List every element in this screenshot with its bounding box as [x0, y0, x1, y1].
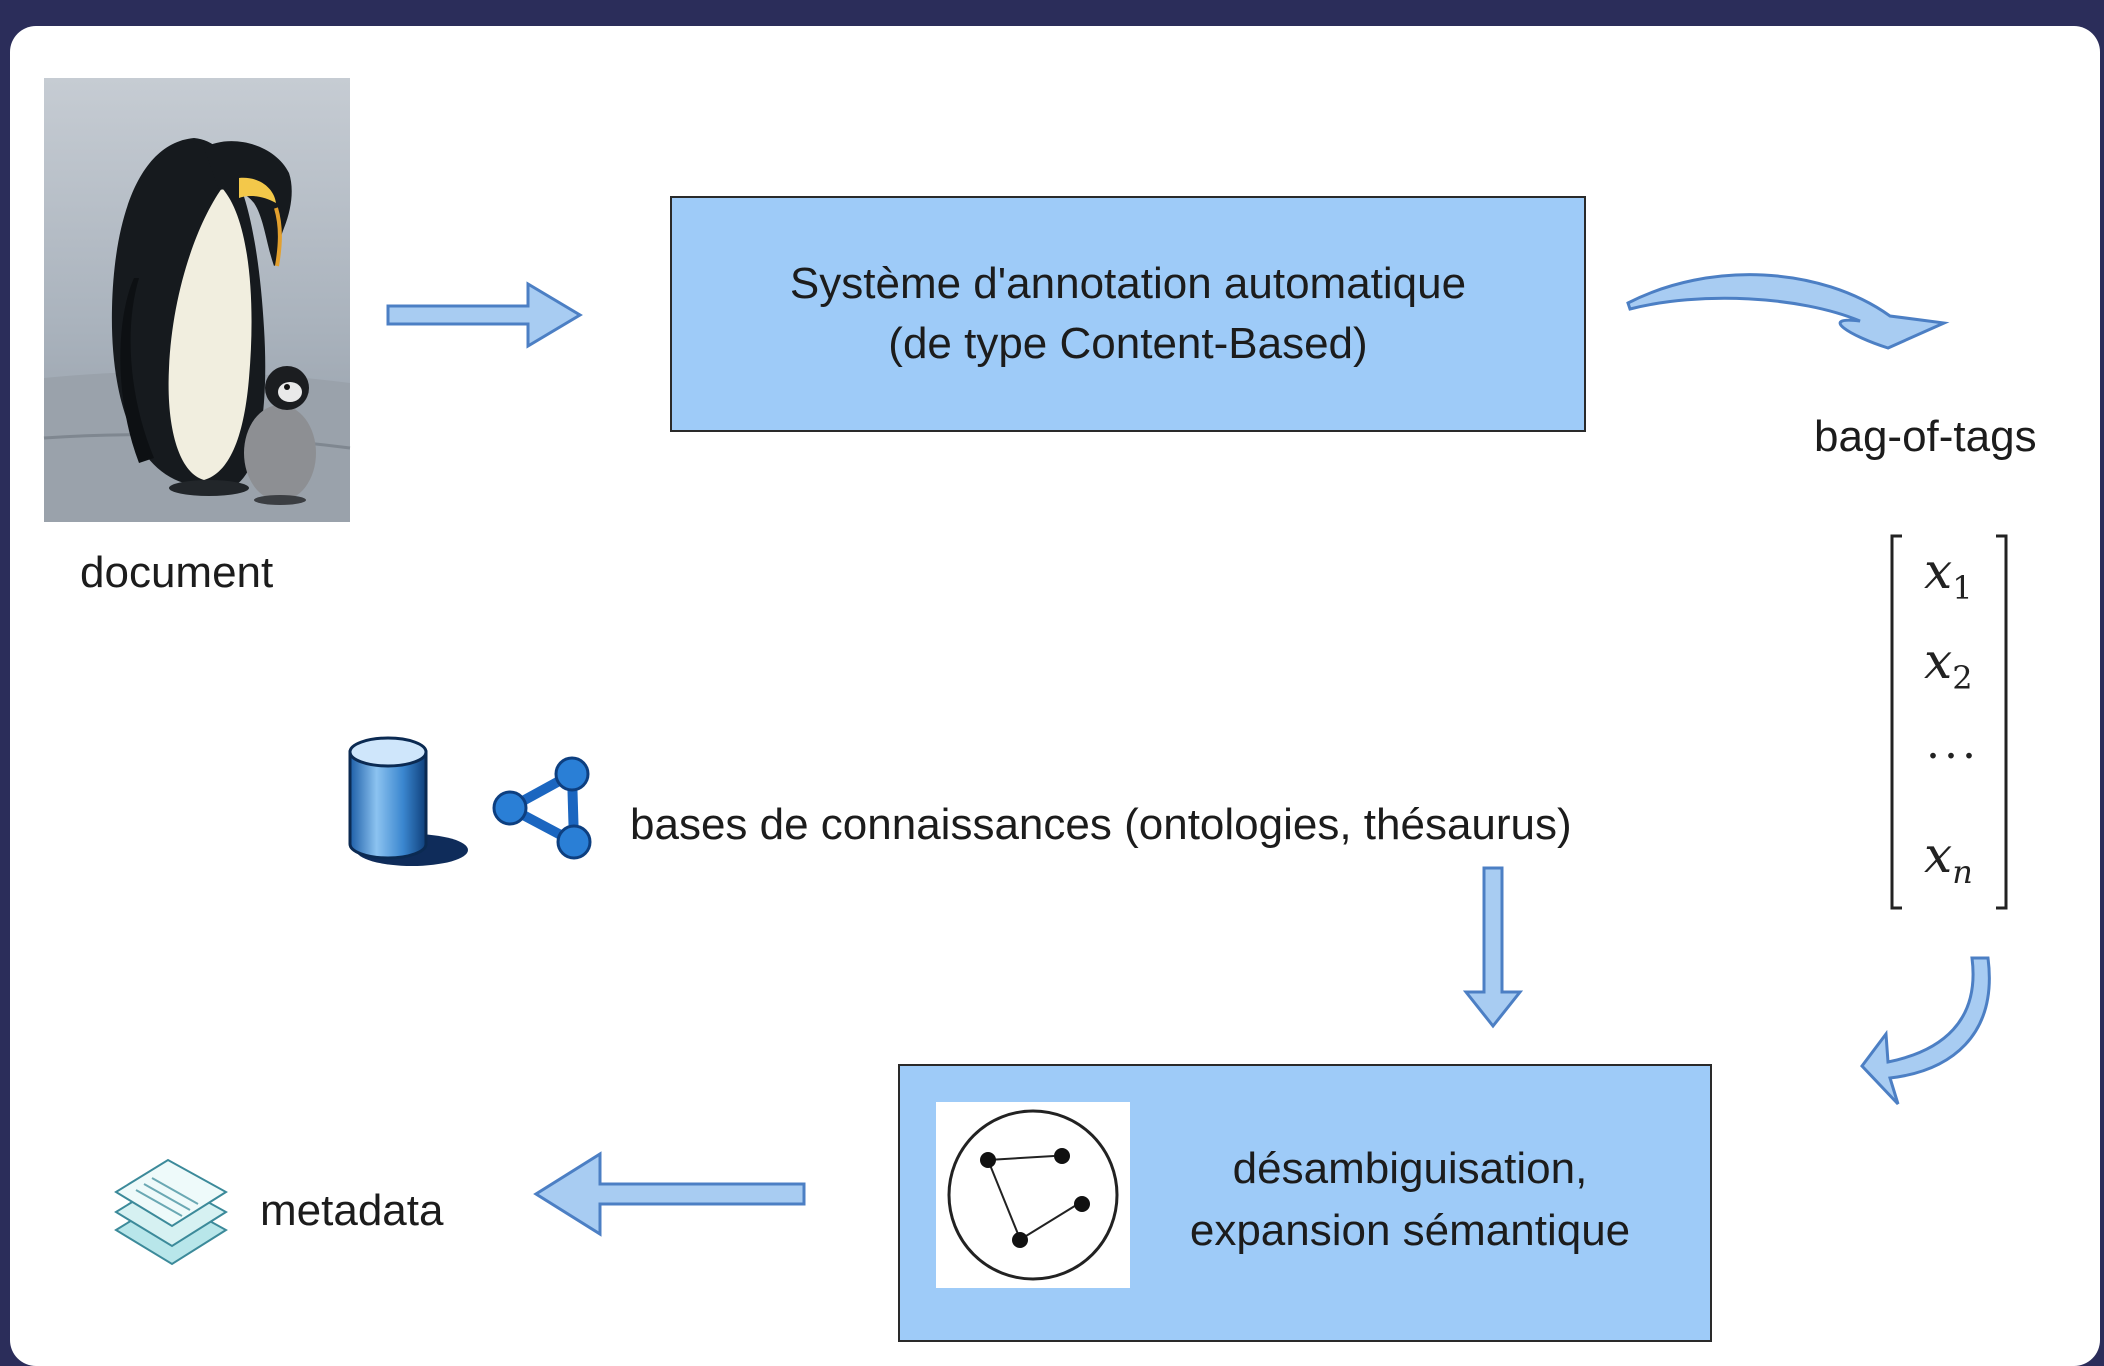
vector-x1-sub: 1: [1952, 569, 1973, 607]
documents-icon: [106, 1142, 236, 1272]
vector-xn-var: x: [1924, 826, 1953, 884]
disambiguation-text: désambiguisation, expansion sémantique: [1150, 1138, 1670, 1262]
arrow-system-to-tags: [1626, 273, 1950, 350]
diagram-canvas: document Système d'annotation automatiqu…: [10, 26, 2100, 1366]
arrow-tags-to-disambiguation: [1860, 956, 1991, 1106]
annotation-system-line2: (de type Content-Based): [888, 319, 1368, 368]
vector-x2-sub: 2: [1952, 659, 1973, 697]
metadata-label: metadata: [260, 1186, 444, 1235]
annotation-system-line1: Système d'annotation automatique: [789, 259, 1467, 308]
graph-icon: [936, 1102, 1130, 1288]
vector-x2-var: x: [1924, 632, 1953, 690]
vector-dots: ...: [1926, 718, 1980, 769]
disambiguation-line1: désambiguisation,: [1232, 1144, 1588, 1193]
bag-of-tags-label: bag-of-tags: [1814, 412, 2037, 461]
penguin-photo: [43, 78, 351, 522]
arrows-layer: [386, 273, 1991, 1237]
disambiguation-box: désambiguisation, expansion sémantique: [898, 1064, 1712, 1342]
vector-xn-sub: n: [1952, 853, 1973, 891]
tag-vector: x1 x2 ... xn: [1886, 532, 2012, 912]
vector-xn: xn: [1924, 826, 1973, 891]
vector-x1-var: x: [1924, 542, 1953, 600]
vector-x1: x1: [1924, 542, 1973, 607]
annotation-system-box: Système d'annotation automatique (de typ…: [670, 196, 1586, 432]
vector-x2: x2: [1924, 632, 1973, 697]
disambiguation-line2: expansion sémantique: [1189, 1206, 1631, 1255]
database-icon: [340, 732, 470, 872]
arrow-disambiguation-to-metadata: [533, 1151, 806, 1237]
network-icon: [490, 752, 600, 862]
knowledge-bases-label: bases de connaissances (ontologies, thés…: [630, 800, 1572, 849]
arrow-kb-to-disambiguation: [1462, 866, 1524, 1029]
arrow-doc-to-system: [386, 281, 583, 349]
document-label: document: [80, 548, 274, 597]
